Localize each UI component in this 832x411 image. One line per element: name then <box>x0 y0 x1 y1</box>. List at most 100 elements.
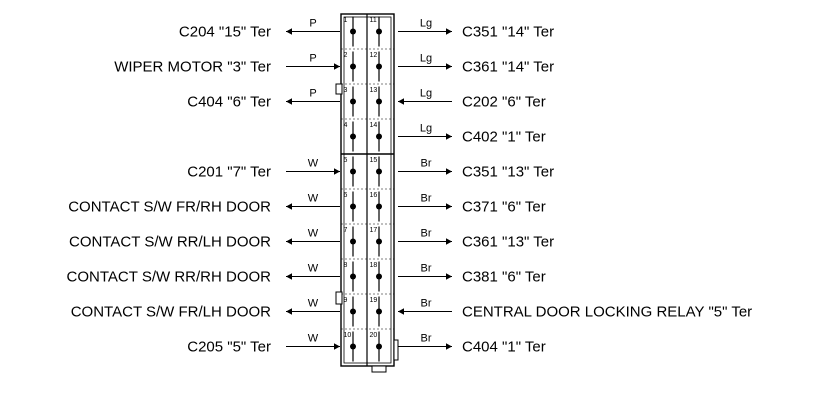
left-wire-color: W <box>308 158 319 170</box>
pin-number: 20 <box>370 332 378 339</box>
pin-number: 5 <box>344 157 348 164</box>
right-arrow-head <box>446 133 452 140</box>
left-connection-label: CONTACT S/W FR/LH DOOR <box>71 304 271 321</box>
left-wire-color: P <box>309 88 316 100</box>
right-wire-color: Lg <box>420 18 432 30</box>
right-connection-label: C404 "1" Ter <box>462 339 546 356</box>
right-wire-color: Br <box>421 193 432 205</box>
pin-number: 14 <box>370 122 378 129</box>
connector-latch <box>335 83 343 95</box>
right-connection-label: C351 "13" Ter <box>462 164 554 181</box>
pin-number: 12 <box>370 52 378 59</box>
right-wire-color: Lg <box>420 123 432 135</box>
right-connection-label: C402 "1" Ter <box>462 129 546 146</box>
pin-number: 15 <box>370 157 378 164</box>
pin-dot <box>350 63 356 70</box>
left-arrow-head <box>286 238 292 245</box>
pin-dot <box>350 203 356 210</box>
pin-number: 9 <box>344 297 348 304</box>
right-arrow-head <box>446 168 452 175</box>
right-arrow-head <box>446 28 452 35</box>
pin-number: 19 <box>370 297 378 304</box>
left-wire-color: W <box>308 228 319 240</box>
right-connection-label: C351 "14" Ter <box>462 24 554 41</box>
pin-dot <box>376 238 382 245</box>
right-arrow-head <box>446 238 452 245</box>
pin-dot <box>350 308 356 315</box>
right-wire-color: Br <box>421 158 432 170</box>
right-wire-color: Lg <box>420 88 432 100</box>
left-wire-color: W <box>308 263 319 275</box>
left-connection-label: WIPER MOTOR "3" Ter <box>114 59 271 76</box>
pin-number: 10 <box>344 332 352 339</box>
pin-number: 2 <box>344 52 348 59</box>
pin-dot <box>350 273 356 280</box>
pin-number: 8 <box>344 262 348 269</box>
right-wire-color: Br <box>421 263 432 275</box>
right-arrow-head <box>446 203 452 210</box>
pin-number: 13 <box>370 87 378 94</box>
right-arrow-head <box>446 63 452 70</box>
pin-dot <box>350 98 356 105</box>
left-wire-color: P <box>309 18 316 30</box>
pin-number: 3 <box>344 87 348 94</box>
pin-number: 16 <box>370 192 378 199</box>
right-connection-label: C361 "13" Ter <box>462 234 554 251</box>
left-arrow-head <box>334 343 340 350</box>
left-connection-label: C205 "5" Ter <box>187 339 271 356</box>
pin-dot <box>350 28 356 35</box>
left-arrow-head <box>286 28 292 35</box>
left-connection-label: C404 "6" Ter <box>187 94 271 111</box>
left-arrow-head <box>334 63 340 70</box>
left-wire-color: W <box>308 333 319 345</box>
pin-number: 7 <box>344 227 348 234</box>
pin-number: 11 <box>370 17 377 24</box>
right-wire-color: Br <box>421 228 432 240</box>
right-connection-label: C381 "6" Ter <box>462 269 546 286</box>
left-connection-label: CONTACT S/W RR/RH DOOR <box>67 269 272 286</box>
pin-number: 4 <box>344 122 348 129</box>
right-arrow-head <box>398 308 404 315</box>
right-wire-color: Lg <box>420 53 432 65</box>
connector-key-tab <box>371 365 387 373</box>
left-arrow-head <box>286 203 292 210</box>
pin-dot <box>350 238 356 245</box>
pin-dot <box>376 63 382 70</box>
right-connection-label: C361 "14" Ter <box>462 59 554 76</box>
left-connection-label: C204 "15" Ter <box>179 24 271 41</box>
right-connection-label: C202 "6" Ter <box>462 94 546 111</box>
left-arrow-head <box>286 308 292 315</box>
left-wire-color: W <box>308 193 319 205</box>
connector-side-tab <box>393 339 399 361</box>
right-arrow-head <box>398 98 404 105</box>
right-arrow-head <box>446 273 452 280</box>
pin-dot <box>376 203 382 210</box>
left-arrow-head <box>286 98 292 105</box>
pin-dot <box>350 168 356 175</box>
pin-dot <box>376 133 382 140</box>
left-arrow-head <box>334 168 340 175</box>
left-connection-label: CONTACT S/W FR/RH DOOR <box>68 199 271 216</box>
left-wire-color: P <box>309 53 316 65</box>
pin-number: 17 <box>370 227 378 234</box>
pin-dot <box>350 343 356 350</box>
pin-dot <box>376 308 382 315</box>
pin-number: 6 <box>344 192 348 199</box>
left-connection-label: CONTACT S/W RR/LH DOOR <box>69 234 271 251</box>
pin-dot <box>376 98 382 105</box>
left-connection-label: C201 "7" Ter <box>187 164 271 181</box>
pin-dot <box>376 28 382 35</box>
left-arrow-head <box>286 273 292 280</box>
right-arrow-head <box>446 343 452 350</box>
pin-dot <box>376 168 382 175</box>
pin-dot <box>376 343 382 350</box>
pin-number: 18 <box>370 262 378 269</box>
right-connection-label: CENTRAL DOOR LOCKING RELAY "5" Ter <box>462 304 752 321</box>
right-wire-color: Br <box>421 298 432 310</box>
left-wire-color: W <box>308 298 319 310</box>
right-wire-color: Br <box>421 333 432 345</box>
right-connection-label: C371 "6" Ter <box>462 199 546 216</box>
pin-dot <box>376 273 382 280</box>
